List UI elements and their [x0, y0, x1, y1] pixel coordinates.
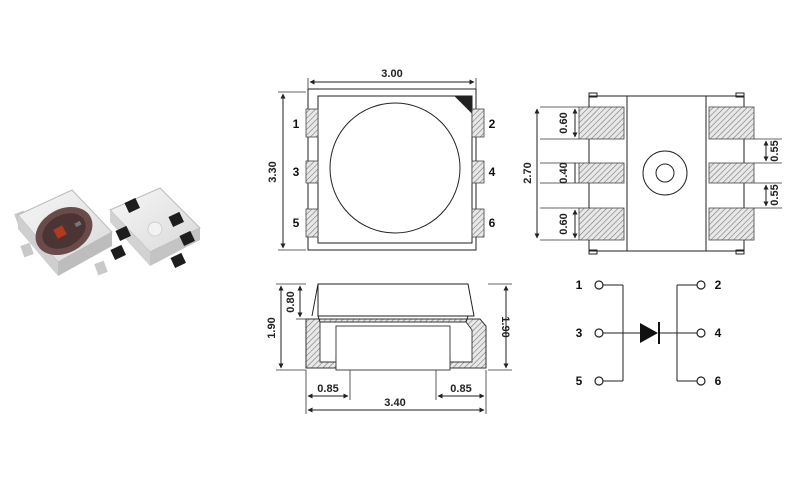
top-pin-1: 1: [293, 117, 300, 131]
sch-pin-2: 2: [715, 278, 722, 292]
top-width-label: 3.00: [381, 68, 402, 80]
diode-symbol-icon: [640, 322, 660, 344]
sch-pin-3: 3: [576, 326, 583, 340]
bottom-gap-top-label: 0.55: [769, 140, 781, 161]
sch-pin-5: 5: [576, 374, 583, 388]
top-height-label: 3.30: [267, 161, 279, 182]
bottom-pad-bottom-label: 0.60: [558, 213, 570, 234]
side-pad-left-label: 0.85: [317, 383, 338, 395]
top-pin-4: 4: [489, 165, 496, 179]
bottom-view: 0.60 0.40 0.60 2.70 0.55 0.55: [522, 92, 782, 255]
side-pad-right-label: 0.85: [450, 383, 471, 395]
side-height-left-label: 1.90: [266, 317, 278, 338]
sch-pin-1: 1: [576, 278, 583, 292]
sch-pin-4: 4: [715, 326, 722, 340]
side-height-right-label: 1.90: [499, 316, 511, 337]
bottom-gap-bottom-label: 0.55: [769, 184, 781, 205]
side-view: 1.90 0.80 1.90 0.85 0.85 3.40: [266, 283, 512, 414]
bottom-pad-mid-label: 0.40: [558, 162, 570, 183]
bottom-pad-top-label: 0.60: [558, 112, 570, 133]
sch-pin-6: 6: [715, 374, 722, 388]
top-pin-5: 5: [293, 216, 300, 230]
bottom-height-label: 2.70: [522, 162, 534, 183]
top-view: 3.00 3.30 1 3 5 2 4 6: [267, 68, 496, 251]
top-pin-2: 2: [489, 117, 496, 131]
top-pin-6: 6: [489, 216, 496, 230]
side-width-label: 3.40: [384, 397, 405, 409]
led-photo-back-icon: [109, 187, 201, 268]
led-photo-front-icon: [14, 189, 113, 276]
side-top-label: 0.80: [285, 291, 297, 312]
schematic: 1 3 5 2 4 6: [576, 278, 722, 388]
top-pin-3: 3: [293, 165, 300, 179]
